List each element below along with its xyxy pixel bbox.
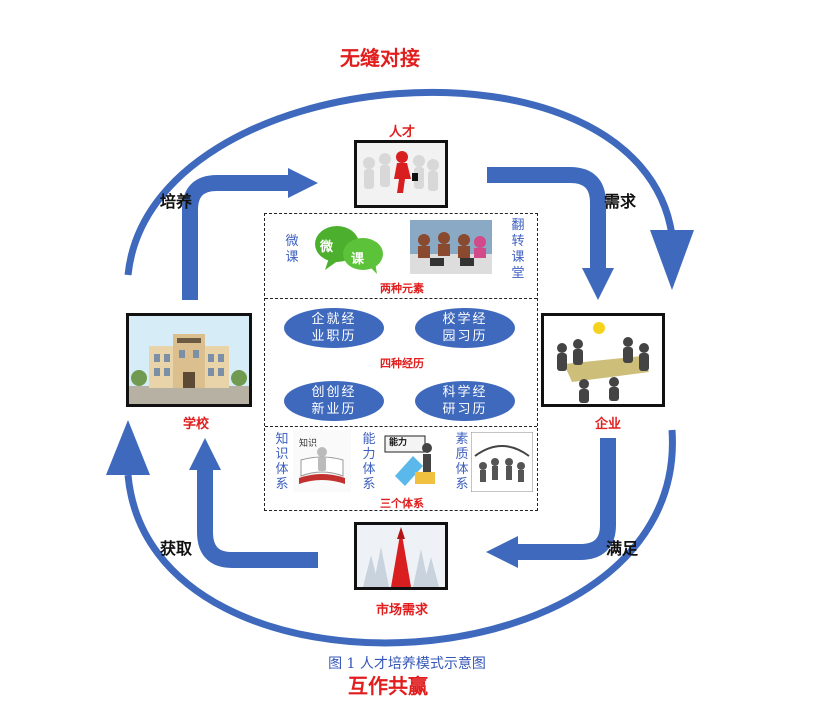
experience-enterprise-employment-line1: 企就经	[311, 312, 357, 327]
system-label-quality: 素质体系	[455, 432, 469, 492]
center-separator-top	[265, 298, 537, 299]
flow-label-demand: 需求	[604, 192, 637, 211]
arrow-talent-to-enterprise	[487, 167, 606, 270]
arrow-talent-to-enterprise-head	[582, 268, 614, 300]
outer-label-top: 无缝对接	[340, 46, 420, 70]
bubble-text-b: 课	[351, 252, 365, 267]
element-label-flipped-classroom: 翻转课堂	[511, 218, 525, 281]
ability-image	[379, 432, 441, 488]
microlecture-image	[305, 218, 400, 276]
outer-arc-top-head	[650, 230, 694, 290]
arrow-enterprise-to-market-head	[486, 536, 518, 568]
school-image	[126, 313, 252, 407]
experience-innovation-startup-line1: 创创经	[311, 385, 357, 400]
center-separator-bottom	[265, 426, 537, 427]
elements-title: 两种元素	[380, 282, 424, 295]
experience-campus-study-line1: 校学经	[442, 312, 488, 327]
knowledge-image	[293, 430, 351, 492]
experience-enterprise-employment: 企就经 业职历	[284, 308, 384, 348]
experience-enterprise-employment-line2: 业职历	[311, 329, 357, 344]
ability-tag: 能力	[389, 438, 408, 448]
arrow-enterprise-to-market	[516, 438, 616, 560]
experience-innovation-startup: 创创经 新业历	[284, 381, 384, 421]
enterprise-image	[541, 313, 665, 407]
node-label-enterprise: 企业	[594, 417, 622, 432]
arrow-market-to-school	[197, 468, 318, 568]
experience-campus-study: 校学经 园习历	[415, 308, 515, 348]
outer-arc-top	[124, 88, 676, 276]
experience-research-study-line1: 科学经	[442, 385, 488, 400]
experience-research-study: 科学经 研习历	[415, 381, 515, 421]
system-label-knowledge: 知识体系	[275, 432, 289, 492]
system-label-ability: 能力体系	[362, 432, 376, 492]
element-label-microlecture: 微课	[285, 234, 299, 265]
experience-campus-study-line2: 园习历	[442, 329, 488, 344]
systems-title: 三个体系	[380, 497, 424, 510]
node-label-school: 学校	[182, 417, 210, 432]
flow-label-satisfy: 满足	[606, 539, 639, 558]
arrow-school-to-talent-head	[288, 168, 318, 198]
arrow-market-to-school-head	[189, 438, 221, 470]
flipped-classroom-image	[410, 220, 492, 274]
outer-label-bottom: 互作共赢	[348, 674, 428, 698]
flow-label-cultivate: 培养	[160, 192, 193, 211]
outer-arc-bottom-head	[106, 420, 150, 475]
talent-image	[354, 140, 448, 208]
knowledge-tag: 知识	[299, 439, 318, 449]
experiences-title: 四种经历	[380, 357, 424, 370]
figure-caption: 图 1 人才培养模式示意图	[328, 656, 486, 672]
node-label-market: 市场需求	[375, 603, 429, 618]
center-panel: 微课 微 课 翻转课堂 两种元素 企就经 业职历 校学经	[264, 213, 538, 511]
node-label-talent: 人才	[388, 125, 416, 140]
market-image	[354, 522, 448, 590]
experience-innovation-startup-line2: 新业历	[311, 402, 357, 417]
bubble-text-a: 微	[320, 240, 334, 255]
arrow-school-to-talent	[182, 175, 290, 300]
quality-image	[471, 432, 533, 492]
outer-arc-bottom	[124, 429, 676, 647]
flow-label-obtain: 获取	[160, 539, 193, 558]
experience-research-study-line2: 研习历	[442, 402, 488, 417]
